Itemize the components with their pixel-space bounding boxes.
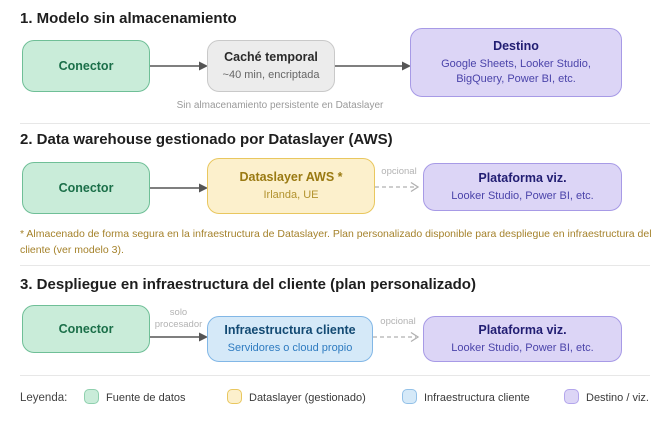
arrow-label-opcional: opcional [381,166,417,177]
node-subtitle: Looker Studio, Power BI, etc. [451,341,594,354]
node-plataforma-viz-3: Plataforma viz. Looker Studio, Power BI,… [423,316,622,362]
legend-swatch-destino-viz [564,389,579,404]
arrow-label-opcional: opcional [380,316,416,327]
section-1-title: 1. Modelo sin almacenamiento [20,10,237,27]
node-title: Conector [58,180,114,195]
node-conector-3: Conector [22,305,150,353]
legend-label: Destino / viz. [586,392,649,404]
legend-swatch-infraestructura-cliente [402,389,417,404]
node-title: Conector [58,321,114,336]
arrow-solid [335,61,411,71]
arrow-dashed [373,331,420,343]
section-3-title: 3. Despliegue en infraestructura del cli… [20,276,476,293]
node-title: Conector [58,58,114,73]
legend-swatch-fuente-de-datos [84,389,99,404]
node-title: Dataslayer AWS * [239,169,343,184]
section-2-title: 2. Data warehouse gestionado por Datasla… [20,131,393,148]
legend-swatch-dataslayer-gestionado [227,389,242,404]
node-destino: Destino Google Sheets, Looker Studio, Bi… [410,28,622,97]
section-2-footnote: * Almacenado de forma segura en la infra… [20,228,652,256]
node-subtitle: Google Sheets, Looker Studio, BigQuery, … [441,57,591,85]
legend-label: Infraestructura cliente [424,392,530,404]
node-subtitle: Looker Studio, Power BI, etc. [451,189,594,202]
node-subtitle: Irlanda, UE [263,188,319,201]
divider [20,375,650,376]
node-dataslayer-aws: Dataslayer AWS * Irlanda, UE [207,158,375,214]
node-title: Plataforma viz. [478,170,567,185]
arrow-dashed [375,181,420,193]
arrow-solid [150,183,208,193]
divider [20,265,650,266]
section-1-caption: Sin almacenamiento persistente en Datasl… [176,100,384,111]
legend-label: Dataslayer (gestionado) [249,392,366,404]
legend-label: Fuente de datos [106,392,186,404]
node-conector-2: Conector [22,162,150,214]
legend-title: Leyenda: [20,392,68,404]
node-conector-1: Conector [22,40,150,92]
node-plataforma-viz-2: Plataforma viz. Looker Studio, Power BI,… [423,163,622,211]
node-subtitle: Servidores o cloud propio [227,341,353,354]
arrow-solid [150,61,208,71]
node-title: Destino [493,38,539,53]
node-subtitle: ~40 min, encriptada [222,68,320,81]
node-title: Caché temporal [224,49,318,64]
divider [20,123,650,124]
node-title: Plataforma viz. [478,322,567,337]
node-cache-temporal: Caché temporal ~40 min, encriptada [207,40,335,92]
node-infraestructura-cliente: Infraestructura cliente Servidores o clo… [207,316,373,362]
node-title: Infraestructura cliente [224,322,356,337]
arrow-label-solo-procesador: solo procesador [154,307,203,330]
arrow-solid [150,332,208,342]
